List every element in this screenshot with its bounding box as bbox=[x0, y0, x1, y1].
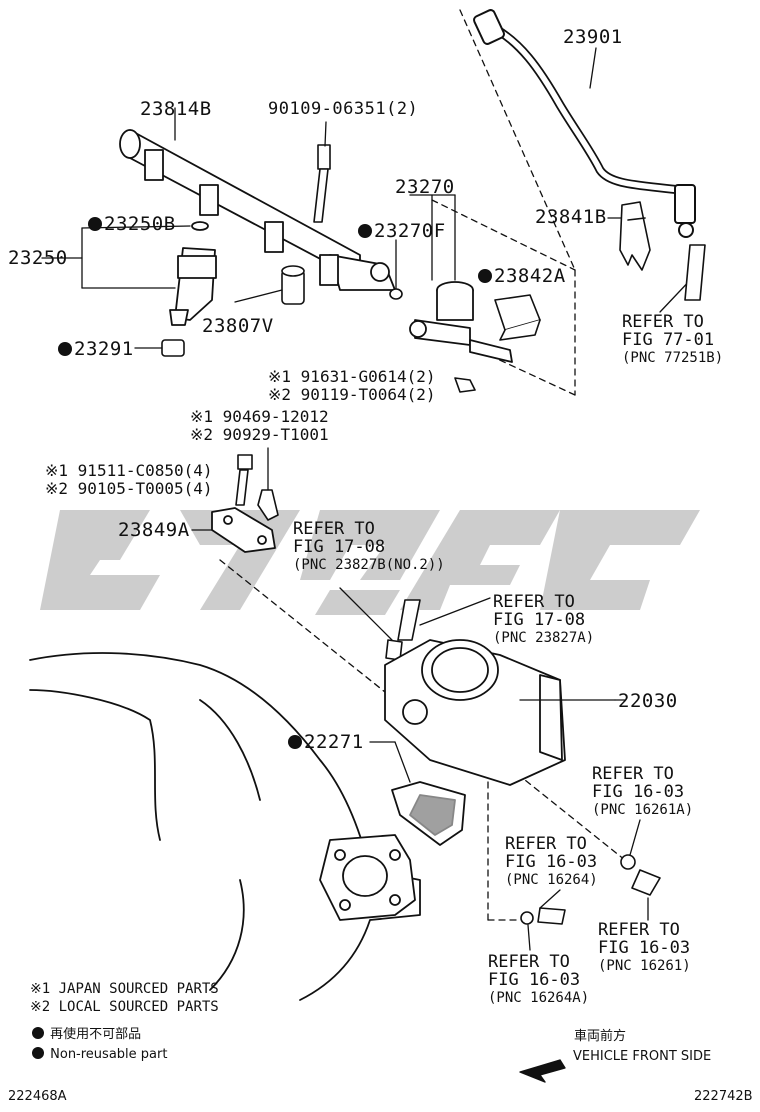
clip-23842A bbox=[494, 294, 541, 341]
non-reusable-dot-icon bbox=[88, 217, 102, 231]
front-arrow-icon bbox=[519, 1059, 566, 1083]
label-23814B: 23814B bbox=[140, 98, 212, 120]
refer-fig-16-03-d: REFER TO FIG 16-03 (PNC 16264A) bbox=[488, 952, 590, 1006]
label-23842A: 23842A bbox=[478, 267, 566, 286]
label-clip-90469: ※1 90469-12012 ※2 90929-T1001 bbox=[190, 407, 329, 444]
figure-code-left: 222468A bbox=[8, 1089, 67, 1104]
legend-japan: ※1 JAPAN SOURCED PARTS bbox=[30, 981, 219, 997]
figure-code-right: 222742B bbox=[694, 1089, 753, 1104]
refer-fig-17-08-a: REFER TO FIG 17-08 (PNC 23827B(NO.2)) bbox=[293, 519, 445, 573]
refer-fig-16-03-a: REFER TO FIG 16-03 (PNC 16261A) bbox=[592, 764, 694, 818]
refer-fig-77-01: REFER TO FIG 77-01 (PNC 77251B) bbox=[622, 312, 724, 366]
fuel-line-dashed-frame bbox=[431, 9, 576, 396]
bolt-90109 bbox=[313, 121, 331, 223]
label-22030: 22030 bbox=[618, 690, 678, 712]
non-reusable-dot-icon bbox=[32, 1027, 44, 1039]
legend-nonreuse-en: Non-reusable part bbox=[32, 1046, 167, 1064]
front-side-en: VEHICLE FRONT SIDE bbox=[573, 1049, 712, 1064]
fuel-tube-23901 bbox=[473, 9, 696, 238]
label-23250: 23250 bbox=[8, 247, 68, 269]
clip-23841B bbox=[619, 201, 651, 271]
seal-23291 bbox=[134, 339, 185, 357]
label-90109: 90109-06351(2) bbox=[268, 99, 419, 119]
label-23849A: 23849A bbox=[118, 519, 190, 541]
label-23841B: 23841B bbox=[535, 206, 607, 228]
label-23807V: 23807V bbox=[202, 315, 274, 337]
refer-fig-16-03-c: REFER TO FIG 16-03 (PNC 16261) bbox=[598, 920, 691, 974]
bracket-23849A bbox=[191, 507, 276, 553]
front-side-jp: 車両前方 bbox=[574, 1029, 627, 1044]
fuel-rail-23814B bbox=[119, 107, 396, 291]
throttle-body-22030 bbox=[384, 639, 626, 786]
legend-nonreuse-jp: 再使用不可部品 bbox=[32, 1026, 141, 1044]
label-23270F: 23270F bbox=[358, 222, 446, 241]
hoses-16-03 bbox=[520, 819, 661, 951]
legend: ※1 JAPAN SOURCED PARTS ※2 LOCAL SOURCED … bbox=[30, 980, 219, 1016]
label-23270: 23270 bbox=[395, 176, 455, 198]
oring-23270F bbox=[389, 239, 403, 300]
non-reusable-dot-icon bbox=[288, 735, 302, 749]
gasket-22271 bbox=[369, 741, 466, 846]
refer-fig-16-03-b: REFER TO FIG 16-03 (PNC 16264) bbox=[505, 834, 598, 888]
label-23291: 23291 bbox=[58, 340, 134, 359]
label-22271: 22271 bbox=[288, 733, 364, 752]
regulator-23270 bbox=[409, 194, 513, 363]
clip-90469 bbox=[257, 447, 279, 521]
insulator-23807V bbox=[234, 265, 305, 305]
label-bolt-91631: ※1 91631-G0614(2) ※2 90119-T0064(2) bbox=[268, 367, 436, 404]
non-reusable-dot-icon bbox=[58, 342, 72, 356]
label-bolt-91511: ※1 91511-C0850(4) ※2 90105-T0005(4) bbox=[45, 461, 213, 498]
hose-77-01 bbox=[684, 244, 706, 301]
hose-17-08 bbox=[339, 587, 491, 661]
refer-fig-17-08-b: REFER TO FIG 17-08 (PNC 23827A) bbox=[493, 592, 595, 646]
non-reusable-dot-icon bbox=[478, 269, 492, 283]
intake-manifold bbox=[29, 652, 421, 1001]
non-reusable-dot-icon bbox=[32, 1047, 44, 1059]
label-23901: 23901 bbox=[563, 26, 623, 48]
label-23250B: 23250B bbox=[88, 215, 176, 234]
injector-23250 bbox=[41, 221, 217, 326]
non-reusable-dot-icon bbox=[358, 224, 372, 238]
bolt-91511 bbox=[235, 454, 253, 506]
legend-local: ※2 LOCAL SOURCED PARTS bbox=[30, 999, 219, 1015]
bolt-91631 bbox=[454, 377, 476, 393]
